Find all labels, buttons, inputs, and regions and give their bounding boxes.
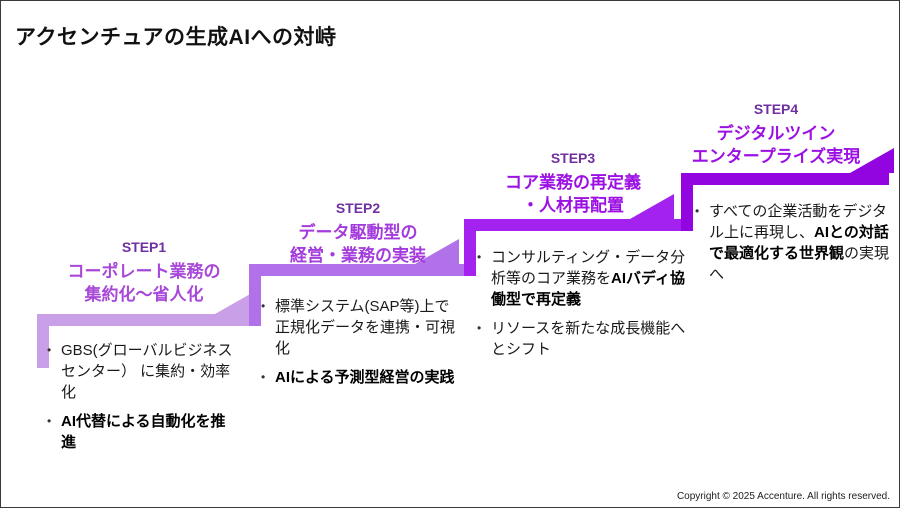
step-2-heading-line2: 経営・業務の実装 <box>290 246 426 265</box>
bullet-dot-icon: • <box>477 250 482 264</box>
bullet-text: 標準システム(SAP等)上で正規化データを連携・可視化 <box>275 298 456 357</box>
step-3-heading: コア業務の再定義 ・人材再配置 <box>464 171 682 217</box>
bullet-dot-icon: • <box>261 299 266 313</box>
step-4-heading-line2: エンタープライズ実現 <box>691 147 861 166</box>
bullet-item: • AI代替による自動化を推進 <box>47 411 239 453</box>
bullet-text: AIによる予測型経営の実践 <box>275 369 455 386</box>
step-3-bullets: • コンサルティング・データ分析等のコア業務をAIバディ協働型で再定義 • リソ… <box>477 247 689 368</box>
bullet-item: • GBS(グローバルビジネスセンター） に集約・効率化 <box>47 340 239 403</box>
bullet-dot-icon: • <box>47 343 52 357</box>
step-1-bar <box>37 314 261 326</box>
step-3-heading-line2: ・人材再配置 <box>522 196 624 215</box>
step-2-ascend-triangle-icon <box>415 239 459 264</box>
step-3-label: STEP3 <box>550 150 596 166</box>
bullet-dot-icon: • <box>477 321 482 335</box>
step-3-ascend-triangle-icon <box>630 194 674 219</box>
bullet-dot-icon: • <box>695 204 700 218</box>
bullet-item: • AIによる予測型経営の実践 <box>261 367 457 388</box>
step-4-heading: デジタルツイン エンタープライズ実現 <box>666 122 886 168</box>
step-4-descender <box>681 173 693 231</box>
step-3-bar <box>464 219 693 231</box>
bullet-text: コンサルティング・データ分析等のコア業務をAIバディ協働型で再定義 <box>491 249 686 308</box>
step-1-label: STEP1 <box>121 239 167 255</box>
step-4-bar <box>681 173 889 185</box>
step-4-ascend-triangle-icon <box>850 148 894 173</box>
bullet-text: GBS(グローバルビジネスセンター） に集約・効率化 <box>61 342 233 401</box>
bullet-text: AI代替による自動化を推進 <box>61 413 226 451</box>
step-2-bullets: • 標準システム(SAP等)上で正規化データを連携・可視化 • AIによる予測型… <box>261 296 457 396</box>
step-2-bar <box>249 264 476 276</box>
bullet-dot-icon: • <box>261 370 266 384</box>
step-1-bullets: • GBS(グローバルビジネスセンター） に集約・効率化 • AI代替による自動… <box>47 340 239 461</box>
bullet-item: • コンサルティング・データ分析等のコア業務をAIバディ協働型で再定義 <box>477 247 689 310</box>
step-2-label: STEP2 <box>335 200 381 216</box>
step-1-heading-line1: コーポレート業務の <box>67 262 221 281</box>
copyright-notice: Copyright © 2025 Accenture. All rights r… <box>676 491 890 502</box>
page-title: アクセンチュアの生成AIへの対峙 <box>15 26 337 49</box>
bullet-dot-icon: • <box>47 414 52 428</box>
step-1-heading: コーポレート業務の 集約化〜省人化 <box>37 260 251 306</box>
step-4-bullets: • すべての企業活動をデジタル上に再現し、AIとの対話で最適化する世界観の実現へ <box>695 201 891 293</box>
step-2-descender <box>249 264 261 326</box>
step-4-label: STEP4 <box>753 101 799 117</box>
bullet-item: • すべての企業活動をデジタル上に再現し、AIとの対話で最適化する世界観の実現へ <box>695 201 891 285</box>
step-4-heading-line1: デジタルツイン <box>716 124 836 143</box>
step-3-descender <box>464 219 476 276</box>
step-2-heading-line1: データ駆動型の <box>298 223 418 242</box>
bullet-item: • リソースを新たな成長機能へとシフト <box>477 318 689 360</box>
step-2-heading: データ駆動型の 経営・業務の実装 <box>249 221 467 267</box>
bullet-item: • 標準システム(SAP等)上で正規化データを連携・可視化 <box>261 296 457 359</box>
bullet-text: リソースを新たな成長機能へとシフト <box>491 320 686 358</box>
bullet-text: すべての企業活動をデジタル上に再現し、AIとの対話で最適化する世界観の実現へ <box>709 203 890 283</box>
step-1-heading-line2: 集約化〜省人化 <box>84 285 204 304</box>
step-1-descender <box>37 314 49 368</box>
step-3-heading-line1: コア業務の再定義 <box>505 173 641 192</box>
